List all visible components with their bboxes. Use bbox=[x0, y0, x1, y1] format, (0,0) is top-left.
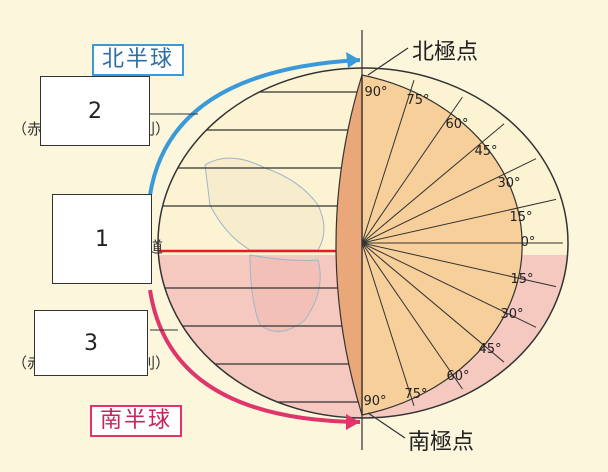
north-hemisphere-arrow bbox=[148, 58, 361, 196]
latitude-label: 60° bbox=[445, 117, 468, 132]
latitude-ray bbox=[361, 242, 463, 390]
cutaway-face bbox=[361, 74, 523, 416]
latitude-label: 30° bbox=[500, 307, 523, 322]
latitude-ray bbox=[361, 242, 537, 328]
latitude-label: 0° bbox=[521, 235, 536, 250]
answer-box-2: 2 bbox=[40, 76, 150, 146]
latitude-ray bbox=[361, 242, 557, 288]
latitude-label: 60° bbox=[446, 369, 469, 384]
south-arrowhead bbox=[346, 414, 360, 430]
south-pole-leader bbox=[367, 412, 406, 439]
latitude-label: 75° bbox=[406, 93, 429, 108]
north-pole-label: 北極点 bbox=[412, 40, 479, 65]
latitude-label: 90° bbox=[363, 394, 386, 409]
latitude-label: 15° bbox=[510, 272, 533, 287]
latitude-label: 30° bbox=[497, 176, 520, 191]
latitude-ray bbox=[361, 158, 537, 244]
continent-outline bbox=[204, 157, 325, 251]
latitude-ray bbox=[361, 242, 505, 363]
cutaway: 90° 75° 60° 45° 30° 15° 0° 15° 30° 45° 60° 75° 90° bbox=[335, 74, 563, 416]
south-hemisphere-label: 南半球 bbox=[90, 405, 183, 437]
latitude-label: 45° bbox=[478, 342, 501, 357]
answer-box-1: 1 bbox=[52, 194, 152, 284]
continent-south bbox=[249, 254, 321, 332]
north-arrowhead bbox=[346, 52, 360, 68]
latitude-label: 75° bbox=[404, 387, 427, 402]
latitude-ray bbox=[361, 242, 415, 406]
answer-box-3: 3 bbox=[34, 310, 148, 376]
globe-outline bbox=[157, 67, 569, 419]
south-pole-label: 南極点 bbox=[408, 430, 475, 455]
latitude-ray bbox=[361, 198, 557, 244]
latitude-label: 45° bbox=[474, 144, 497, 159]
north-pole-leader bbox=[367, 47, 409, 76]
south-hemisphere-arrow bbox=[148, 289, 361, 424]
latitude-label: 15° bbox=[509, 210, 532, 225]
latitude-label: 90° bbox=[364, 85, 387, 100]
partial-text-left-top: （赤 bbox=[12, 120, 43, 138]
latitude-labels: 90° 75° 60° 45° 30° 15° 0° 15° 30° 45° 60° 75° 90° bbox=[363, 85, 535, 409]
latitude-ray bbox=[361, 80, 415, 244]
latitude-ray bbox=[361, 123, 505, 244]
cut-edge bbox=[335, 74, 363, 416]
north-hemisphere-label: 北半球 bbox=[92, 44, 185, 76]
latitude-ray bbox=[361, 96, 463, 244]
